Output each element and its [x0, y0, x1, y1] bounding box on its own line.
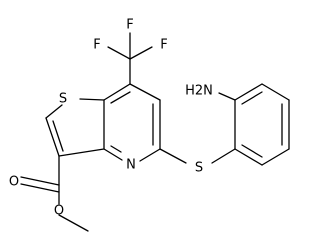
- bond-ar3-ar4: [261, 83, 290, 101]
- bond-ar6-ar1-double: [241, 144, 263, 158]
- aniline-ring: [218, 83, 290, 166]
- atom-label-s-ring: S: [59, 92, 67, 107]
- bond-cf3-f-left: [107, 46, 131, 60]
- bond-ccarbonyl-o-double-2: [20, 183, 60, 193]
- trifluoromethyl-group: [107, 32, 153, 85]
- bond-s-aryl: [211, 148, 236, 164]
- bond-ar2-ar3-double: [241, 91, 263, 105]
- bond-ar5-ar6: [261, 148, 290, 166]
- bond-ccarbonyl-o-double-1: [20, 176, 60, 186]
- bond-c5-s: [159, 148, 187, 164]
- molecule-diagram: S N S O O F F F H2N: [9, 18, 290, 232]
- thiophene-ring: [45, 98, 105, 157]
- bond-c7a-c7: [103, 83, 131, 101]
- methyl-ester-group: [20, 155, 89, 232]
- bond-c3-c3a: [58, 148, 105, 157]
- atom-label-f-bottom: F: [126, 18, 133, 33]
- bond-n4-c3a: [103, 148, 123, 161]
- structure-canvas: S N S O O F F F H2N: [8, 17, 290, 232]
- bond-ar6-ar1: [234, 148, 263, 166]
- atom-label-nh2: H2N: [185, 84, 213, 99]
- atom-label-f-right: F: [160, 38, 167, 53]
- bond-c2-c3-double: [52, 120, 64, 152]
- bond-c7-c6: [129, 83, 161, 101]
- bond-ar2-nh2: [218, 92, 236, 101]
- bond-c5-n4: [139, 148, 161, 162]
- atom-label-s-link: S: [195, 161, 203, 176]
- pyridine-ring: [103, 83, 161, 162]
- thioether-link: [159, 148, 236, 164]
- atom-label-o-ester: O: [54, 204, 64, 219]
- atom-label-n-ring: N: [126, 158, 136, 173]
- bond-c7a-c7-double: [110, 91, 131, 104]
- bond-c7a-s1: [79, 98, 105, 101]
- atom-label-o-carbonyl: O: [9, 175, 19, 190]
- bond-oester-methyl: [58, 214, 89, 232]
- bond-ar2-ar3: [234, 83, 263, 101]
- bond-cf3-f-right: [129, 46, 153, 60]
- bond-n4-c3a-double: [110, 145, 122, 153]
- atom-label-f-left: F: [93, 38, 100, 53]
- bond-c2-c3: [45, 117, 60, 157]
- bond-s1-c2: [45, 104, 63, 119]
